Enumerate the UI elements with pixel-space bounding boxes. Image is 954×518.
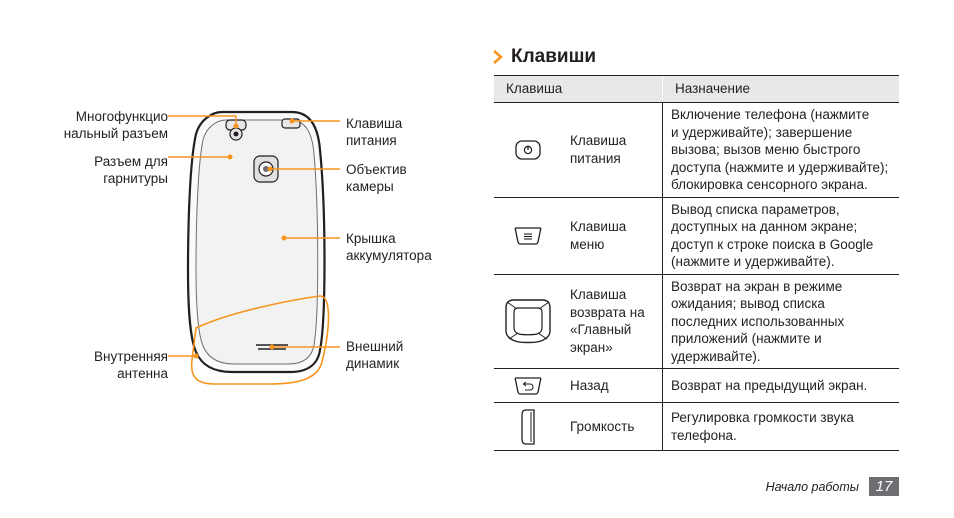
- keys-table: Клавиша Назначение Клавиша питания Включ…: [494, 75, 899, 451]
- callout-battery-cover: Крышка аккумулятора: [346, 231, 432, 263]
- key-name: Громкость: [562, 402, 663, 451]
- table-row: Клавиша питания Включение телефона (нажм…: [494, 102, 899, 198]
- volume-key-icon: [521, 408, 535, 445]
- internal-antenna-region: [190, 295, 330, 385]
- key-purpose: Возврат на экран в режиме ожидания; выво…: [662, 274, 899, 369]
- callout-power-key: Клавиша питания: [346, 116, 403, 148]
- callout-camera-lens: Объектив камеры: [346, 162, 407, 194]
- key-purpose: Возврат на предыдущий экран.: [662, 368, 899, 403]
- table-row: Громкость Регулировка громкости звука те…: [494, 402, 899, 451]
- callout-speaker: Внешний динамик: [346, 339, 404, 371]
- battery-cover-shape: [195, 119, 319, 365]
- key-purpose: Включение телефона (нажмите и удерживайт…: [662, 102, 899, 198]
- menu-key-icon: [514, 226, 542, 245]
- key-name: Клавиша меню: [562, 197, 663, 275]
- key-name: Клавиша возврата на «Главный экран»: [562, 274, 663, 369]
- chevron-right-icon: [493, 50, 503, 64]
- phone-back-illustration: [168, 110, 340, 385]
- callout-internal-antenna: Внутренняя антенна: [94, 349, 168, 381]
- page-footer: Начало работы 17: [766, 477, 899, 496]
- header-purpose: Назначение: [662, 75, 899, 103]
- home-key-icon: [505, 299, 551, 344]
- page-number: 17: [869, 477, 899, 496]
- key-purpose: Вывод списка параметров, доступных на да…: [662, 197, 899, 275]
- table-row: Назад Возврат на предыдущий экран.: [494, 368, 899, 403]
- key-purpose: Регулировка громкости звука телефона.: [662, 402, 899, 451]
- table-row: Клавиша возврата на «Главный экран» Возв…: [494, 274, 899, 369]
- footer-section-label: Начало работы: [765, 479, 859, 494]
- phone-back-figure: Многофункцио нальный разъем Разъем для г…: [0, 0, 460, 518]
- callout-leader-lines: [168, 115, 340, 357]
- key-name: Клавиша питания: [562, 102, 663, 198]
- section-heading: Клавиши: [493, 44, 596, 70]
- key-name: Назад: [562, 368, 663, 403]
- table-row: Клавиша меню Вывод списка параметров, до…: [494, 197, 899, 275]
- table-header-row: Клавиша Назначение: [494, 75, 899, 103]
- callout-multifunction-jack: Многофункцио нальный разъем: [63, 109, 168, 141]
- callout-headset-jack: Разъем для гарнитуры: [94, 154, 168, 186]
- section-title: Клавиши: [511, 46, 597, 67]
- power-key-icon: [515, 140, 541, 160]
- header-key: Клавиша: [494, 75, 663, 103]
- callout-dots: [193, 118, 295, 359]
- back-key-icon: [514, 376, 542, 395]
